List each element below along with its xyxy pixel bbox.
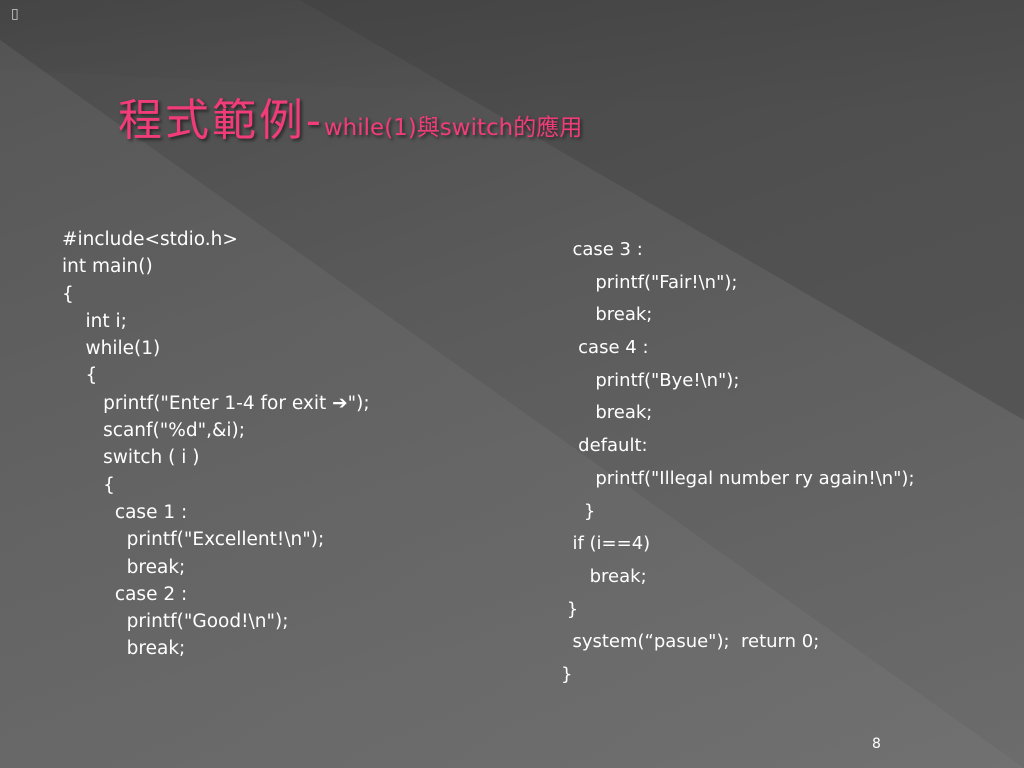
slide-title-sub: while(1)與switch的應用 [323, 115, 583, 141]
code-block-right: case 3 : printf("Fair!\n"); break; case … [561, 234, 915, 692]
code-line: printf("Illegal number ry again!\n"); [561, 467, 915, 489]
code-line: break; [561, 304, 653, 326]
code-line: { [62, 365, 98, 387]
code-line: system(“pasue"); return 0; [561, 631, 820, 653]
code-line: case 2 : [62, 583, 188, 605]
code-line: } [561, 663, 573, 685]
code-line: default: [561, 435, 648, 457]
code-line: printf("Fair!\n"); [561, 271, 738, 293]
code-line: case 3 : [561, 239, 643, 260]
code-block-left: #include<stdio.h> int main() { int i; whil… [62, 226, 370, 663]
code-line: break; [561, 402, 653, 424]
code-line: printf("Bye!\n"); [561, 369, 740, 391]
code-line: printf("Good!\n"); [62, 611, 289, 633]
code-line: { [62, 283, 74, 305]
code-line: scanf("%d",&i); [62, 420, 246, 442]
code-line: break; [62, 556, 186, 578]
code-line: int main() [62, 256, 153, 278]
code-line: case 1 : [62, 501, 188, 523]
slide-title-main: 程式範例- [118, 95, 324, 146]
slide-page-number: 8 [872, 736, 881, 752]
code-line: case 4 : [561, 337, 649, 359]
code-line: printf("Enter 1-4 for exit ➔"); [62, 392, 370, 414]
code-line: } [561, 598, 579, 620]
code-line: break; [561, 565, 647, 587]
code-line: printf("Excellent!\n"); [62, 529, 325, 551]
code-line: { [62, 474, 115, 496]
code-line: } [561, 500, 596, 522]
slide-title: 程式範例-while(1)與switch的應用 [118, 84, 582, 148]
code-line: #include<stdio.h> [62, 229, 238, 250]
code-line: break; [62, 638, 186, 660]
code-line: while(1) [62, 338, 161, 360]
slide-bullet-icon: ▯ [11, 6, 19, 22]
code-line: switch ( i ) [62, 447, 200, 469]
code-line: int i; [62, 310, 127, 332]
code-line: if (i==4) [561, 533, 651, 555]
